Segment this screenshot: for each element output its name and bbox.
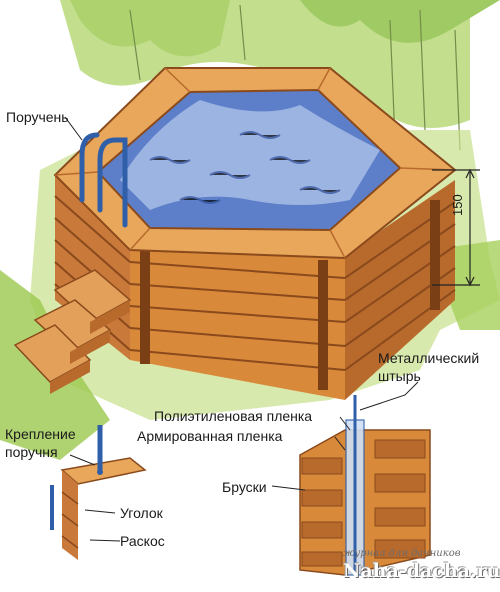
pool-steps xyxy=(13,269,132,394)
label-reinforced-film: Армированная пленка xyxy=(137,428,283,444)
label-metal-pin-line2: штырь xyxy=(378,368,421,384)
label-handrail-mount-line1: Крепление xyxy=(5,426,76,442)
background-trees xyxy=(60,0,500,151)
label-corner: Уголок xyxy=(120,505,163,521)
handrail-mount-detail xyxy=(50,425,147,560)
pool-rim xyxy=(53,67,457,260)
height-dimension xyxy=(432,168,480,287)
pool-handrail xyxy=(79,132,128,228)
label-brace: Раскос xyxy=(120,533,165,549)
leader-lines xyxy=(64,116,419,542)
label-metal-pin-line1: Металлический xyxy=(378,350,480,366)
label-height-dimension: 150 xyxy=(450,194,465,216)
label-handrail-mount-line2: поручня xyxy=(5,444,58,460)
pool-walls xyxy=(54,175,456,400)
label-bars: Бруски xyxy=(222,479,267,495)
watermark-site: Naha-dacha.ru xyxy=(343,560,500,582)
label-poly-film: Полиэтиленовая пленка xyxy=(154,408,313,424)
wall-section-detail xyxy=(299,395,431,576)
label-handrail: Поручень xyxy=(6,109,69,125)
watermark-tagline: журнал для дачников xyxy=(343,548,461,559)
